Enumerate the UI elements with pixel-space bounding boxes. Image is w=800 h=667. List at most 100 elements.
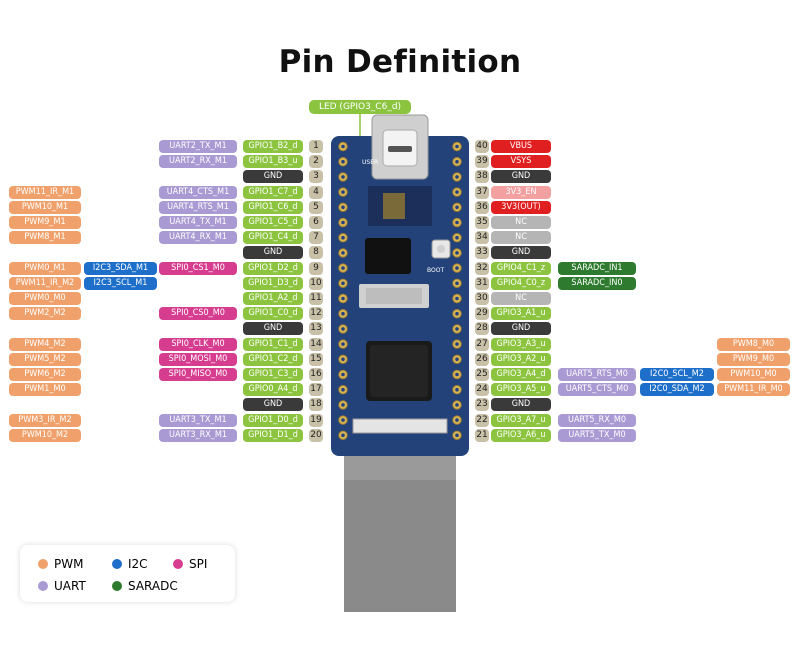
pin-22-label-0: GPIO3_A7_u (491, 414, 551, 427)
pin-9-label-3: PWM0_M1 (9, 262, 81, 275)
pin-7-label-0: GPIO1_C4_d (243, 231, 303, 244)
pin-number-16: 16 (309, 368, 323, 381)
pin-25-label-0: GPIO3_A4_d (491, 368, 551, 381)
header-hole-inner-right-3 (455, 175, 459, 179)
pin-number-27: 27 (475, 338, 489, 351)
pin-39-label-0: VSYS (491, 155, 551, 168)
header-hole-inner-left-2 (341, 159, 345, 164)
pin-12-label-3: PWM2_M2 (9, 307, 81, 320)
pin-37-label-0: 3V3_EN (491, 186, 551, 199)
pin-17-label-3: PWM1_M0 (9, 383, 81, 396)
pin-10-label-3: PWM11_IR_M2 (9, 277, 81, 290)
pin-number-12: 12 (309, 307, 323, 320)
pin-15-label-0: GPIO1_C2_d (243, 353, 303, 366)
pin-23-label-0: GND (491, 398, 551, 411)
pin-35-label-0: NC (491, 216, 551, 229)
legend-swatch-i2c (112, 559, 122, 569)
legend-item-i2c: I2C (112, 557, 148, 571)
pin-number-25: 25 (475, 368, 489, 381)
pin-4-label-0: GPIO1_C7_d (243, 186, 303, 199)
pin-number-14: 14 (309, 338, 323, 351)
legend-label-pwm: PWM (54, 557, 84, 571)
header-hole-inner-right-9 (455, 266, 459, 270)
header-hole-inner-left-14 (341, 342, 345, 346)
header-hole-inner-right-4 (455, 190, 459, 194)
pin-14-label-0: GPIO1_C1_d (243, 338, 303, 351)
pin-number-38: 38 (475, 170, 489, 183)
pin-headers (338, 141, 462, 440)
pin-6-label-0: GPIO1_C5_d (243, 216, 303, 229)
pin-33-label-0: GND (491, 246, 551, 259)
pin-16-label-1: SPI0_MISO_M0 (159, 368, 237, 381)
header-hole-inner-left-15 (341, 357, 345, 362)
pin-25-label-2: I2C0_SCL_M2 (640, 368, 714, 381)
pin-5-label-3: PWM10_M1 (9, 201, 81, 214)
header-hole-inner-right-16 (455, 372, 459, 377)
pin-4-label-1: UART4_CTS_M1 (159, 186, 237, 199)
pin-24-label-1: UART5_CTS_M0 (558, 383, 636, 396)
pin-24-label-0: GPIO3_A5_u (491, 383, 551, 396)
legend-item-pwm: PWM (38, 557, 83, 571)
header-hole-inner-left-16 (341, 372, 345, 377)
pin-17-label-0: GPIO0_A4_d (243, 383, 303, 396)
legend-swatch-saradc (112, 581, 122, 591)
header-hole-inner-right-2 (455, 159, 459, 164)
pin-number-37: 37 (475, 186, 489, 199)
pin-8-label-0: GND (243, 246, 303, 259)
header-hole-inner-left-19 (341, 418, 345, 422)
pin-40-label-0: VBUS (491, 140, 551, 153)
pin-30-label-0: NC (491, 292, 551, 305)
pin-number-21: 21 (475, 429, 489, 442)
pin-4-label-3: PWM11_IR_M1 (9, 186, 81, 199)
legend-label-i2c: I2C (128, 557, 148, 571)
pin-7-label-1: UART4_RX_M1 (159, 231, 237, 244)
header-hole-inner-left-20 (341, 433, 345, 438)
pin-27-label-0: GPIO3_A3_u (491, 338, 551, 351)
legend-swatch-uart (38, 581, 48, 591)
pin-number-6: 6 (309, 216, 323, 229)
header-hole-inner-left-4 (341, 190, 345, 194)
pin-32-label-0: GPIO4_C1_z (491, 262, 551, 275)
pin-26-label-3: PWM9_M0 (717, 353, 790, 366)
header-hole-inner-left-17 (341, 387, 345, 392)
pin-number-33: 33 (475, 246, 489, 259)
pin-1-label-1: UART2_TX_M1 (159, 140, 237, 153)
pin-20-label-0: GPIO1_D1_d (243, 429, 303, 442)
pin-15-label-1: SPI0_MOSI_M0 (159, 353, 237, 366)
pin-number-23: 23 (475, 398, 489, 411)
pin-20-label-1: UART3_RX_M1 (159, 429, 237, 442)
pin-number-1: 1 (309, 140, 323, 153)
pin-6-label-1: UART4_TX_M1 (159, 216, 237, 229)
pin-number-11: 11 (309, 292, 323, 305)
header-hole-inner-right-19 (455, 418, 459, 422)
pin-number-35: 35 (475, 216, 489, 229)
ffc-connector (352, 418, 448, 434)
pin-22-label-1: UART5_RX_M0 (558, 414, 636, 427)
pin-number-29: 29 (475, 307, 489, 320)
pin-34-label-0: NC (491, 231, 551, 244)
legend: PWM I2C SPI UART SARADC (20, 545, 235, 602)
pin-2-label-1: UART2_RX_M1 (159, 155, 237, 168)
pin-number-19: 19 (309, 414, 323, 427)
pin-1-label-0: GPIO1_B2_d (243, 140, 303, 153)
pin-38-label-0: GND (491, 170, 551, 183)
pin-number-26: 26 (475, 353, 489, 366)
pin-25-label-3: PWM10_M0 (717, 368, 790, 381)
pin-24-label-3: PWM11_IR_M0 (717, 383, 790, 396)
pin-36-label-0: 3V3(OUT) (491, 201, 551, 214)
pin-21-label-1: UART5_TX_M0 (558, 429, 636, 442)
page-title: Pin Definition (278, 44, 522, 80)
led-label: LED (GPIO3_C6_d) (309, 100, 411, 114)
header-hole-inner-right-12 (455, 311, 459, 316)
flash-chip (365, 238, 411, 274)
pin-9-label-1: SPI0_CS1_M0 (159, 262, 237, 275)
pin-number-9: 9 (309, 262, 323, 275)
legend-label-saradc: SARADC (128, 579, 178, 593)
pin-number-2: 2 (309, 155, 323, 168)
pin-26-label-0: GPIO3_A2_u (491, 353, 551, 366)
pin-19-label-3: PWM3_IR_M2 (9, 414, 81, 427)
pin-20-label-3: PWM10_M2 (9, 429, 81, 442)
pin-number-22: 22 (475, 414, 489, 427)
pin-14-label-1: SPI0_CLK_M0 (159, 338, 237, 351)
